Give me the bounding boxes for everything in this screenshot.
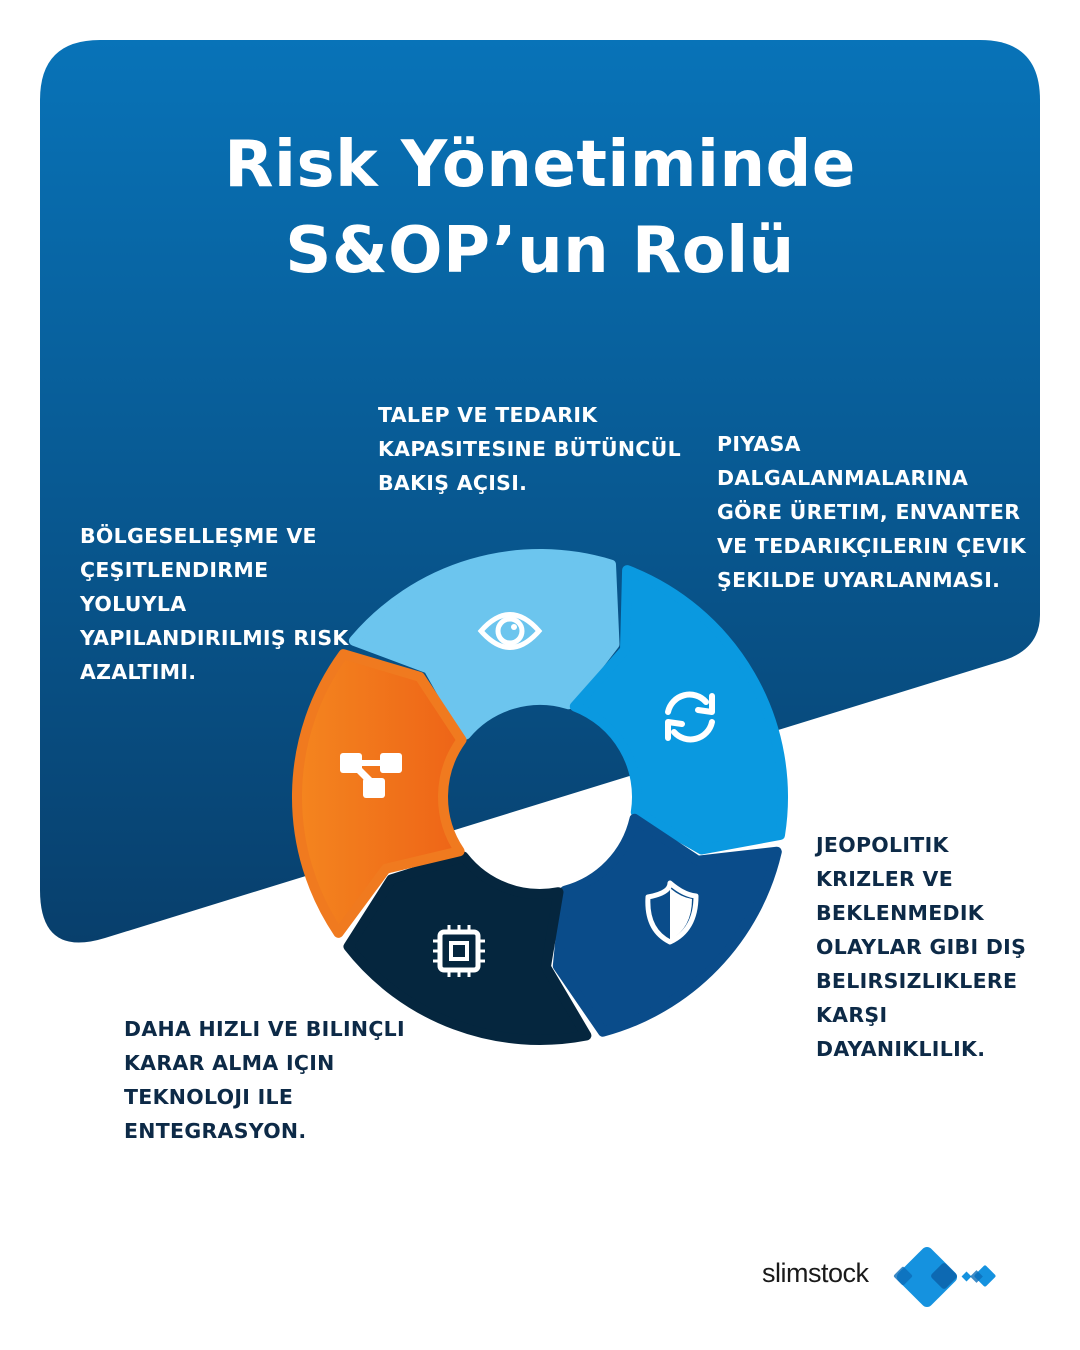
label-line: KARAR ALMA IÇIN [124,1051,335,1075]
label-line: BELIRSIZLIKLERE [816,969,1018,993]
label-line: GÖRE ÜRETIM, ENVANTER [717,500,1021,524]
label-line: KAPASITESINE BÜTÜNCÜL [378,437,681,461]
label-line: AZALTIMI. [80,660,197,684]
label-resilience: JEOPOLITIK KRIZLER VE BEKLENMEDIK OLAYLA… [816,828,1026,1066]
segment-agile-adaptation [569,565,788,855]
logo-text: slimstock [762,1258,869,1288]
label-line: OLAYLAR GIBI DIŞ [816,935,1027,959]
label-line: BEKLENMEDIK [816,901,984,925]
label-technology: DAHA HIZLI VE BILINÇLI KARAR ALMA IÇIN T… [124,1012,405,1148]
title-line-2: S&OP’un Rolü [285,214,795,288]
label-regionalization: BÖLGESELLEŞME VE ÇEŞITLENDIRME YOLUYLA Y… [80,519,349,689]
label-line: KARŞI [816,1003,888,1027]
segment-resilience [552,813,782,1037]
label-line: KRIZLER VE [816,867,954,891]
label-line: BAKIŞ AÇISI. [378,471,528,495]
page-title: Risk Yönetiminde S&OP’un Rolü [0,122,1080,294]
network-icon [340,753,402,798]
label-line: BÖLGESELLEŞME VE [80,524,317,548]
segment-holistic-view [348,549,620,740]
label-line: JEOPOLITIK [816,833,949,857]
label-line: VE TEDARIKÇILERIN ÇEVIK [717,534,1027,558]
label-line: PIYASA [717,432,801,456]
label-line: ÇEŞITLENDIRME [80,558,269,582]
label-line: TEKNOLOJI ILE [124,1085,294,1109]
title-line-1: Risk Yönetiminde [224,128,856,202]
label-line: DALGALANMALARINA [717,466,969,490]
refresh-icon [665,691,715,743]
eye-icon [477,612,543,650]
logo-diamonds-icon [893,1246,996,1308]
label-line: DAHA HIZLI VE BILINÇLI [124,1017,405,1041]
slimstock-logo: slimstock [762,1240,1022,1320]
label-line: DAYANIKLILIK. [816,1037,986,1061]
label-line: TALEP VE TEDARIK [378,403,598,427]
label-line: YAPILANDIRILMIŞ RISK [80,626,349,650]
label-line: YOLUYLA [80,592,187,616]
label-line: ŞEKILDE UYARLANMASI. [717,568,1001,592]
label-holistic-view: TALEP VE TEDARIK KAPASITESINE BÜTÜNCÜL B… [378,398,681,500]
label-agile-adaptation: PIYASA DALGALANMALARINA GÖRE ÜRETIM, ENV… [717,427,1026,597]
shield-icon [645,880,699,945]
label-line: ENTEGRASYON. [124,1119,307,1143]
chip-icon [433,925,485,977]
